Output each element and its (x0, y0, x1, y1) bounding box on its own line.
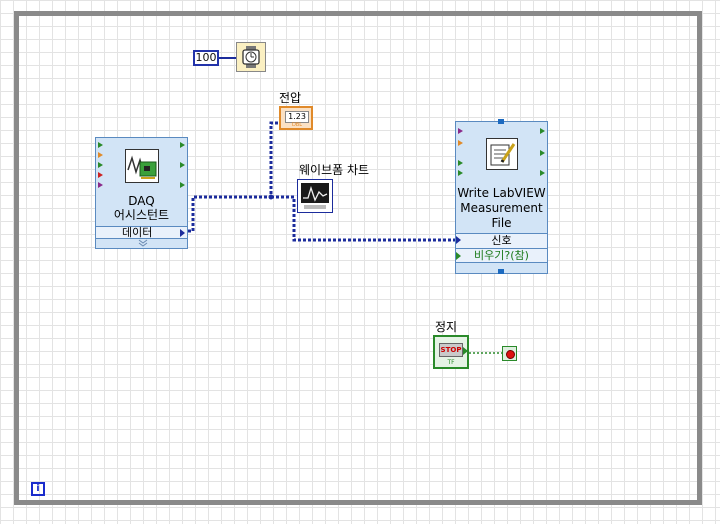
terminal-arrow-icon (456, 252, 461, 260)
bottom-resize-handle[interactable] (498, 269, 504, 274)
signal-input-terminal[interactable]: 신호 (456, 233, 547, 248)
loop-condition-terminal[interactable] (502, 346, 517, 361)
terminal-arrow-icon (456, 236, 461, 244)
wait-ms-node[interactable] (236, 42, 266, 72)
waveform-chart-label: 웨이브폼 차트 (299, 163, 370, 177)
write-file-icon (486, 138, 518, 170)
loop-iteration-terminal[interactable]: i (31, 482, 45, 496)
wire-junction (268, 194, 274, 200)
write-measurement-file-node[interactable]: Write LabVIEW Measurement File 신호 비우기?(참… (455, 119, 548, 274)
while-loop[interactable] (14, 11, 702, 505)
terminal-arrow-icon (463, 347, 468, 355)
dynamic-data-wire[interactable] (188, 121, 456, 242)
wlm-title-line2: Measurement (460, 201, 543, 215)
write-measurement-title: Write LabVIEW Measurement File (456, 186, 547, 231)
numeric-indicator-icon: 1.23 (285, 111, 309, 123)
daq-title-line1: DAQ (128, 194, 155, 208)
voltage-indicator[interactable]: 1.23 DBL (279, 106, 313, 130)
output-terminal-arrows-icon (180, 142, 185, 188)
input-terminal-arrows-icon (98, 142, 103, 188)
empty-buffer-terminal[interactable]: 비우기?(참) (456, 248, 547, 263)
stop-button-icon: STOP (439, 343, 463, 357)
daq-assistant-icon (125, 149, 159, 183)
terminal-arrow-icon (180, 229, 185, 237)
input-terminal-arrows-icon (458, 128, 463, 176)
numeric-constant[interactable]: 100 (193, 50, 219, 66)
daq-title-line2: 어시스턴트 (113, 208, 170, 222)
waveform-chart-icon (301, 183, 329, 209)
waveform-chart-terminal[interactable] (297, 179, 333, 213)
wait-ms-icon (242, 46, 260, 68)
daq-output-terminal[interactable]: 데이터 (96, 226, 187, 239)
top-resize-handle[interactable] (498, 119, 504, 124)
stop-control-terminal[interactable]: STOP TF (433, 335, 469, 369)
voltage-indicator-label: 전압 (279, 91, 302, 105)
wlm-title-line3: File (491, 216, 512, 230)
stop-if-true-icon (506, 350, 515, 359)
expand-chevron-icon[interactable] (138, 239, 148, 247)
stop-control-label: 정지 (435, 320, 458, 334)
tf-type-tag: TF (447, 359, 455, 366)
wlm-title-line1: Write LabVIEW (457, 186, 546, 200)
daq-assistant-title: DAQ 어시스턴트 (96, 194, 187, 222)
dbl-type-tag: DBL (291, 122, 303, 128)
output-terminal-arrows-icon (540, 128, 545, 176)
daq-assistant-node[interactable]: DAQ 어시스턴트 데이터 (95, 137, 188, 249)
